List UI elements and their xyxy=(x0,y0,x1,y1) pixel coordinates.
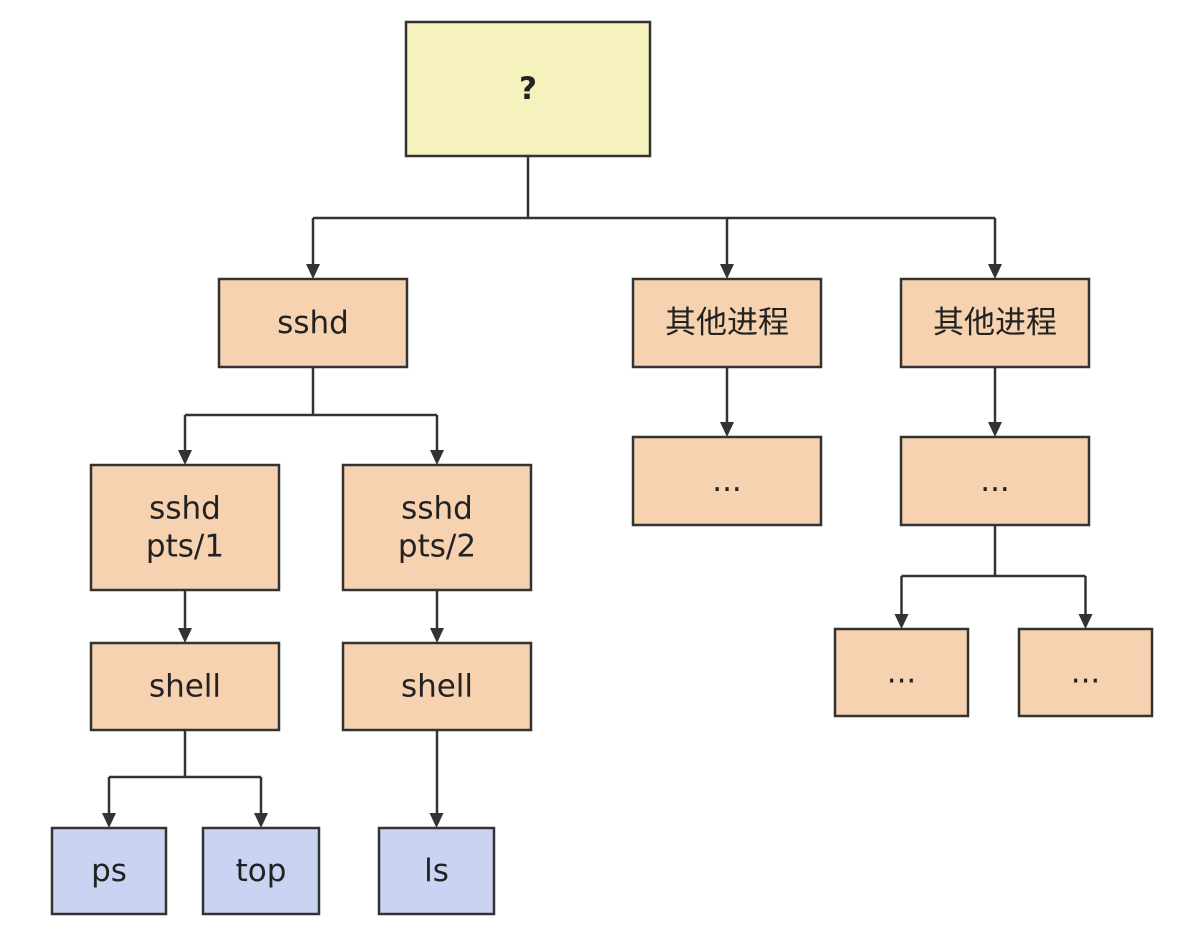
node-label-other2: 其他进程 xyxy=(933,305,1057,341)
node-ls: ls xyxy=(377,826,496,916)
arrowhead-shell2 xyxy=(430,628,444,643)
node-box-other2-child xyxy=(899,435,1091,527)
arrowhead-other2_gc2 xyxy=(1078,614,1093,629)
node-label-other2-child: ... xyxy=(980,463,1010,499)
node-box-top xyxy=(201,826,321,916)
node-label-sshd: sshd xyxy=(277,305,349,341)
node-label-ls: ls xyxy=(424,853,449,889)
node-box-root xyxy=(404,20,652,158)
node-label-shell2: shell xyxy=(401,669,473,705)
node-box-sshd-pts1 xyxy=(89,463,281,592)
node-label-other1: 其他进程 xyxy=(665,305,789,341)
arrowhead-ls xyxy=(429,813,444,828)
node-box-other2-gc2 xyxy=(1017,627,1154,718)
node-box-sshd xyxy=(217,277,409,369)
node-box-other2-gc1 xyxy=(833,627,970,718)
node-box-ls xyxy=(377,826,496,916)
node-ps: ps xyxy=(50,826,168,916)
arrowhead-sshd_pts2 xyxy=(430,450,444,465)
node-other2: 其他进程 xyxy=(899,277,1091,369)
node-label-other2-gc1: ... xyxy=(887,655,917,691)
edges xyxy=(102,156,1093,828)
node-label-shell1: shell xyxy=(149,669,221,705)
node-box-other2 xyxy=(899,277,1091,369)
node-box-other1-child xyxy=(631,435,823,527)
node-other1-child: ... xyxy=(631,435,823,527)
node-label-other2-gc2: ... xyxy=(1071,655,1101,691)
arrowhead-sshd_pts1 xyxy=(178,450,192,465)
arrowhead-other2_gc1 xyxy=(894,614,909,629)
node-label-top: top xyxy=(236,853,287,889)
arrowhead-other1 xyxy=(720,264,734,279)
node-top: top xyxy=(201,826,321,916)
arrowhead-top xyxy=(254,813,268,828)
node-box-shell1 xyxy=(89,641,281,732)
node-label-sshd-pts1: pts/1 xyxy=(146,529,224,565)
node-other2-child: ... xyxy=(899,435,1091,527)
node-root: ? xyxy=(404,20,652,158)
node-other1: 其他进程 xyxy=(631,277,823,369)
node-label-other1-child: ... xyxy=(712,463,742,499)
node-box-ps xyxy=(50,826,168,916)
arrowhead-ps xyxy=(102,813,116,828)
node-label-root: ? xyxy=(519,71,537,107)
node-label-sshd-pts1: sshd xyxy=(149,491,221,527)
node-sshd: sshd xyxy=(217,277,409,369)
node-label-ps: ps xyxy=(91,853,127,889)
arrowhead-other2_child xyxy=(988,422,1002,437)
node-other2-gc1: ... xyxy=(833,627,970,718)
arrowhead-other2 xyxy=(988,264,1002,279)
arrowhead-other1_child xyxy=(720,422,734,437)
arrowhead-sshd xyxy=(306,264,320,279)
node-shell1: shell xyxy=(89,641,281,732)
node-label-sshd-pts2: sshd xyxy=(401,491,473,527)
node-box-other1 xyxy=(631,277,823,369)
node-box-shell2 xyxy=(341,641,533,732)
node-label-sshd-pts2: pts/2 xyxy=(398,529,476,565)
node-other2-gc2: ... xyxy=(1017,627,1154,718)
arrowhead-shell1 xyxy=(178,628,192,643)
node-box-sshd-pts2 xyxy=(341,463,533,592)
node-shell2: shell xyxy=(341,641,533,732)
